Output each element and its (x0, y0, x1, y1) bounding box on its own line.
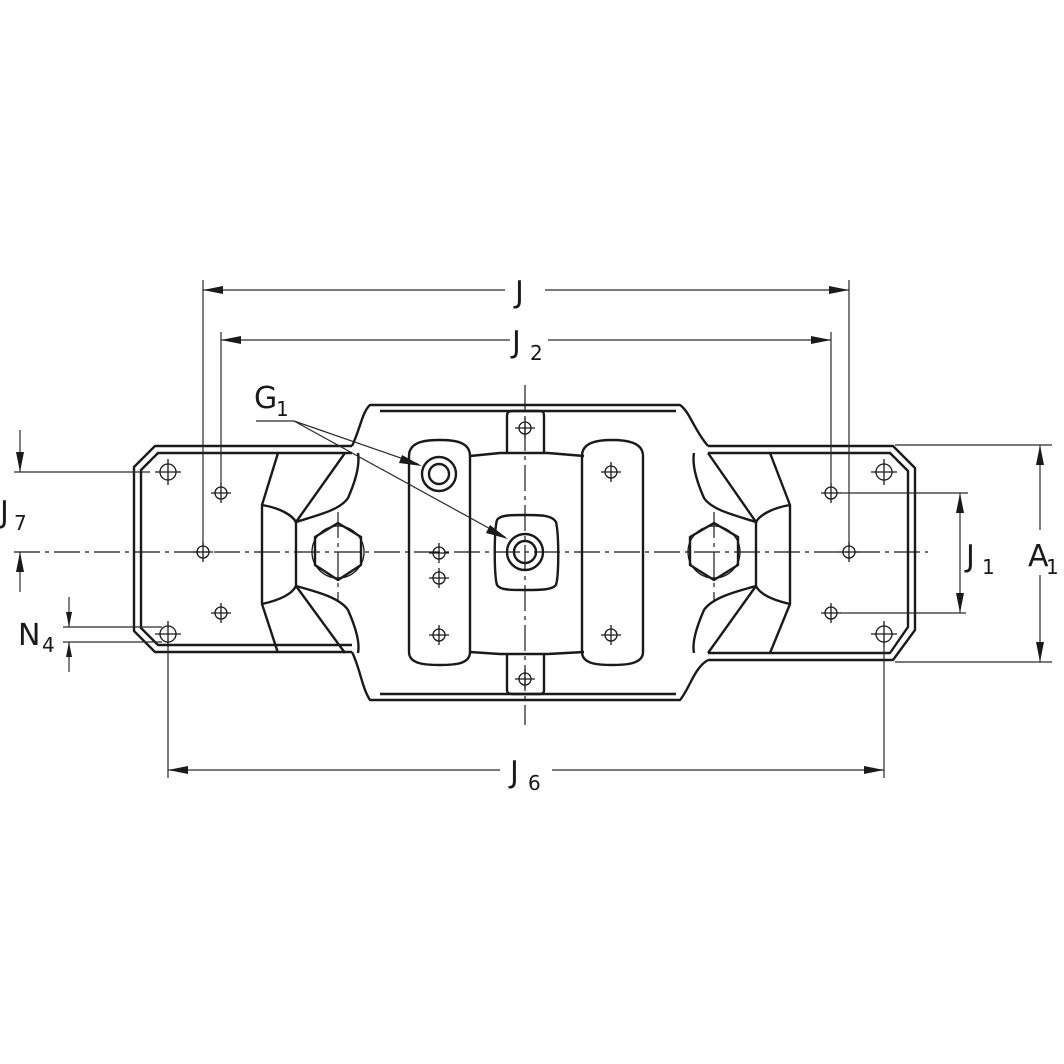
svg-text:1: 1 (982, 555, 995, 579)
svg-text:7: 7 (14, 511, 27, 535)
dimension-J1: J 1 (840, 492, 995, 614)
svg-text:J: J (964, 539, 975, 574)
dimension-J7: J 7 (0, 430, 150, 592)
svg-text:1: 1 (276, 397, 289, 421)
svg-text:G: G (254, 381, 277, 416)
dimension-N4: N 4 (18, 597, 162, 672)
base-plate (132, 444, 917, 662)
svg-text:J: J (508, 755, 519, 790)
dimension-A1: A 1 (895, 444, 1059, 663)
cap-strap-right (580, 438, 645, 667)
svg-text:1: 1 (1046, 555, 1059, 579)
bottom-tab (505, 654, 546, 696)
svg-text:A: A (1028, 539, 1049, 574)
dimension-J6: J 6 (167, 645, 885, 795)
svg-text:4: 4 (42, 633, 55, 657)
svg-text:J: J (510, 325, 521, 360)
svg-text:N: N (18, 618, 40, 653)
svg-text:6: 6 (528, 771, 541, 795)
cap-strap-left (407, 438, 472, 667)
label-J: J (513, 275, 524, 310)
svg-text:J: J (0, 495, 9, 530)
leader-G1: G 1 (254, 381, 508, 539)
top-tab (505, 409, 546, 453)
dimension-J2: J 2 (220, 325, 832, 485)
dimension-J: J (202, 275, 850, 545)
mounting-holes (154, 417, 898, 690)
upper-lubrication-nipple (420, 455, 458, 493)
svg-text:2: 2 (530, 341, 543, 365)
